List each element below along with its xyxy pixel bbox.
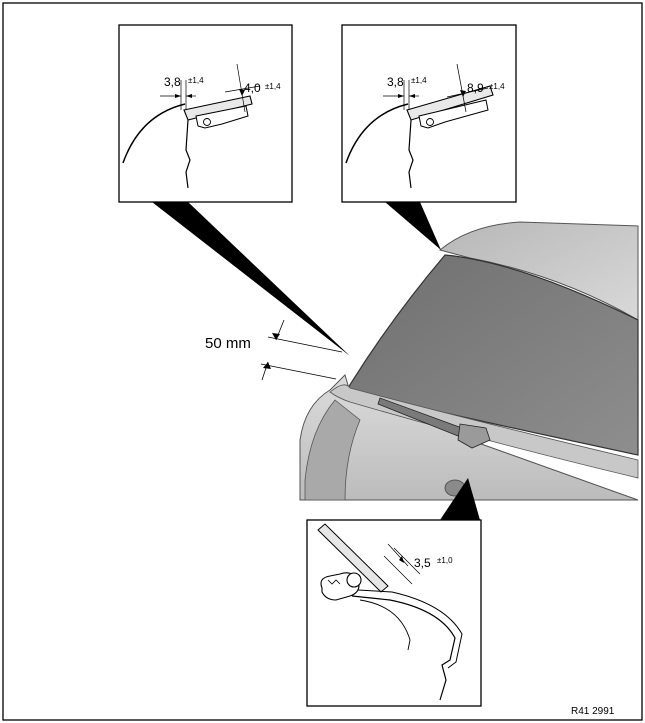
dim-b-value: 4,0: [244, 81, 261, 95]
callout-pointer-bottom: [440, 478, 480, 520]
callout-pointer-left: [152, 202, 350, 356]
callout-pointer-right: [385, 202, 441, 250]
figure-reference: R41 2991: [571, 706, 615, 717]
dim-b-tolerance: ±1,4: [489, 82, 505, 91]
dim-tolerance: ±1,0: [437, 556, 453, 565]
detail-view-top-right: 3,8 ±1,4 8,9 ±1,4: [341, 24, 517, 203]
offset-label: 50 mm: [205, 335, 251, 352]
dim-a-tolerance: ±1,4: [188, 76, 204, 85]
offset-dimension: 50 mm: [205, 319, 343, 381]
dim-b-value: 8,9: [467, 81, 484, 95]
vehicle-rear-illustration: [299, 221, 639, 501]
dim-a-tolerance: ±1,4: [411, 76, 427, 85]
dim-b-tolerance: ±1,4: [265, 82, 281, 91]
dim-a-value: 3,8: [387, 75, 404, 89]
dim-a-value: 3,8: [164, 75, 181, 89]
dim-value: 3,5: [414, 556, 431, 570]
detail-view-bottom: 3,5 ±1,0: [306, 519, 482, 707]
detail-view-top-left: 3,8 ±1,4 4,0 ±1,4: [118, 24, 293, 203]
